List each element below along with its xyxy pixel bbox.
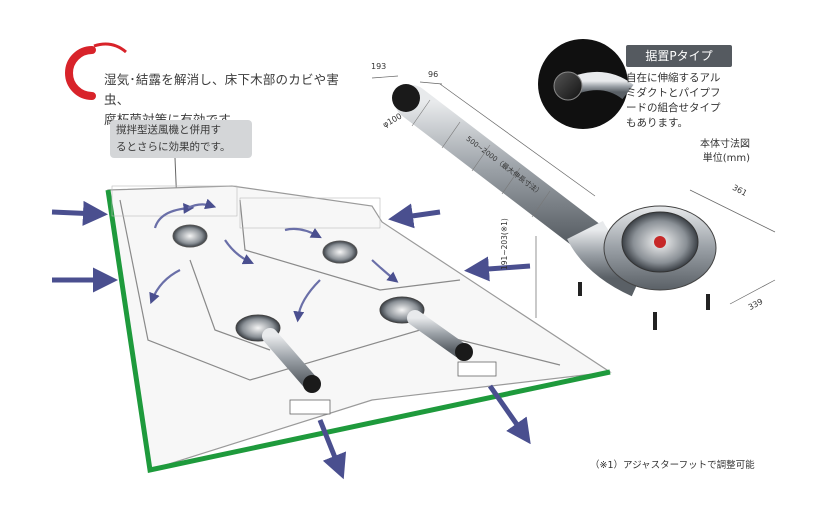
- headline-line-1: 湿気･結露を解消し、床下木部のカビや害虫、: [104, 72, 340, 107]
- p-type-unit: [392, 84, 717, 330]
- logo-swoosh: [65, 42, 127, 100]
- blower-unit: [235, 314, 321, 393]
- dim-label-96: 96: [428, 70, 439, 79]
- dimension-title: 本体寸法図 単位(mm): [670, 138, 750, 166]
- p-type-photo: [538, 39, 634, 129]
- vent-grate: [289, 399, 331, 415]
- p-type-desc-line: ードの組合せタイプ: [626, 102, 721, 114]
- foundation-edge: [105, 189, 611, 473]
- p-type-desc-line: ミダクトとパイプフ: [626, 87, 721, 99]
- p-type-badge: 据置Pタイプ: [626, 45, 732, 67]
- dimension-title-line-2: 単位(mm): [702, 153, 750, 164]
- airflow-arrows: [51, 200, 531, 480]
- footnote: （※1）アジャスターフットで調整可能: [590, 460, 755, 471]
- p-type-description: 自在に伸縮するアル ミダクトとパイプフ ードの組合せタイプ もあります。: [626, 71, 732, 131]
- blower-unit: [379, 296, 473, 361]
- dim-label-height: 191~203(※1): [500, 218, 509, 270]
- callout-line-1: 撹拌型送風機と併用す: [116, 124, 221, 136]
- usage-callout: 撹拌型送風機と併用す るとさらに効果的です。: [110, 120, 252, 158]
- vent-grate: [457, 361, 497, 377]
- callout-line-2: るとさらに効果的です。: [116, 141, 231, 153]
- p-type-desc-line: もあります。: [626, 117, 688, 129]
- dimension-title-line-1: 本体寸法図: [700, 139, 750, 150]
- stirring-fan: [322, 240, 358, 264]
- floor-plan: [105, 185, 612, 473]
- circulation-arrows: [149, 198, 399, 323]
- p-type-desc-line: 自在に伸縮するアル: [626, 72, 721, 84]
- dim-label-193: 193: [371, 62, 387, 71]
- stirring-fan: [172, 224, 208, 248]
- dimension-lines: [371, 75, 776, 318]
